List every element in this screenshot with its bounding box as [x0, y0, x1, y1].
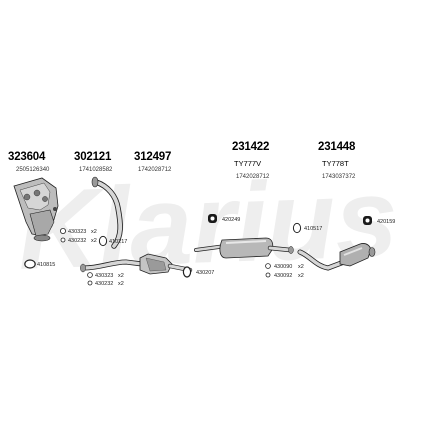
fitting-label-430207: 430207	[196, 270, 214, 276]
nut-icon	[87, 280, 93, 286]
gasket-icon	[98, 235, 108, 247]
fitting-qty-430323-a: x2	[91, 229, 97, 235]
centre-silencer-part	[194, 237, 294, 259]
rubber-hanger-hole-icon	[365, 218, 370, 223]
fitting-label-410217: 410217	[109, 239, 127, 245]
bolt-icon	[60, 227, 67, 234]
ref-number-231422: 1742028712	[236, 174, 270, 180]
gasket-icon	[292, 222, 302, 234]
fitting-qty-430232-a: x2	[91, 238, 97, 244]
fitting-label-430323-a: 430323	[68, 229, 86, 235]
fitting-label-430232-a: 430232	[68, 238, 86, 244]
fitting-labels: 430323 x2 430232 x2 410217 410815 430323…	[37, 217, 395, 287]
part-number-323604: 323604	[8, 151, 46, 163]
fitting-label-430323-b: 430323	[95, 273, 113, 279]
fitting-qty-430092: x2	[298, 273, 304, 279]
gasket-icon	[182, 266, 192, 278]
fitting-qty-430232-b: x2	[118, 281, 124, 287]
ref-number-312497: 1742028712	[138, 167, 172, 173]
fitting-label-420249: 420249	[222, 217, 240, 223]
fitting-label-410517: 410517	[304, 226, 322, 232]
rubber-hanger-hole-icon	[210, 216, 215, 221]
front-pipe-part	[91, 176, 123, 249]
fitting-label-430090: 430090	[274, 264, 292, 270]
top-part-labels: 323604 2505126340 302121 1741028582 3124…	[8, 141, 356, 180]
fitting-label-410815: 410815	[37, 262, 55, 268]
watermark-text: Klarius	[16, 155, 400, 293]
ref-number-323604: 2505126340	[16, 167, 50, 173]
part-number-231448: 231448	[318, 141, 356, 153]
bolt-icon	[87, 272, 93, 278]
nut-icon	[60, 237, 66, 243]
part-code-ty777v: TY777V	[234, 159, 261, 168]
fitting-icons	[24, 214, 372, 286]
manifold-catalyst-part	[13, 177, 59, 242]
part-number-302121: 302121	[74, 151, 112, 163]
fitting-label-430232-b: 430232	[95, 281, 113, 287]
part-number-231422: 231422	[232, 141, 269, 153]
ref-number-231448: 1743037372	[322, 174, 356, 180]
ref-number-302121: 1741028582	[79, 167, 113, 173]
gasket-icon	[24, 259, 36, 269]
fitting-qty-430323-b: x2	[118, 273, 124, 279]
fitting-label-420159: 420159	[377, 219, 395, 225]
fitting-qty-430090: x2	[298, 264, 304, 270]
nut-icon	[265, 272, 271, 278]
rear-silencer-part	[297, 243, 376, 271]
part-number-312497: 312497	[134, 151, 171, 163]
fitting-label-430092: 430092	[274, 273, 292, 279]
part-code-ty778t: TY778T	[322, 159, 349, 168]
bolt-icon	[265, 263, 271, 269]
intermediate-pipe-part	[80, 253, 193, 275]
